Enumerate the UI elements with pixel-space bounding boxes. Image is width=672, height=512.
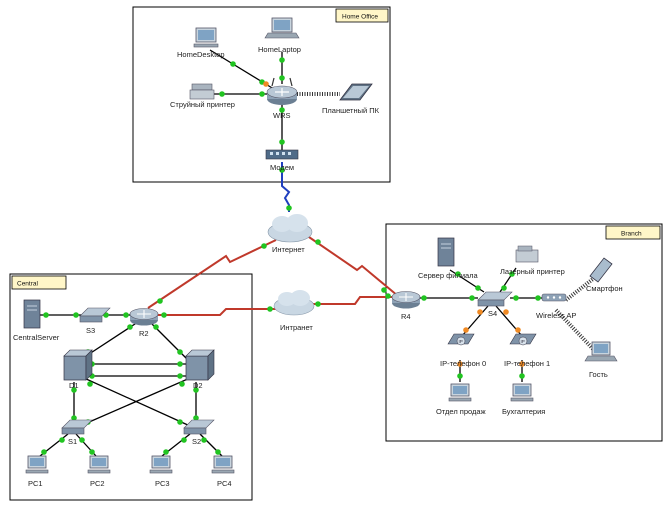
tablet-pc-icon[interactable] bbox=[339, 83, 373, 101]
svg-text:IP: IP bbox=[459, 339, 463, 344]
central-server-icon[interactable] bbox=[23, 299, 41, 329]
inkjet-printer-icon[interactable] bbox=[189, 83, 215, 100]
laser-printer-icon[interactable] bbox=[515, 245, 539, 263]
r4-router-icon[interactable] bbox=[391, 291, 421, 309]
modem-label: Модем bbox=[270, 163, 294, 172]
pc4-label: PC4 bbox=[217, 479, 232, 488]
pc2-icon[interactable] bbox=[87, 455, 111, 474]
port-pending-lights bbox=[263, 81, 525, 367]
pc1-label: PC1 bbox=[28, 479, 43, 488]
intranet-cloud-icon[interactable] bbox=[273, 290, 315, 316]
d1-label: D1 bbox=[69, 381, 79, 390]
wireless-ap-guest bbox=[554, 308, 596, 352]
home-office-title: Home Office bbox=[342, 14, 378, 21]
pc3-icon[interactable] bbox=[149, 455, 173, 474]
central-title: Central bbox=[17, 281, 39, 288]
r2-label: R2 bbox=[139, 329, 149, 338]
s1-switch-icon[interactable] bbox=[61, 419, 93, 435]
wrs-label: WRS bbox=[273, 111, 291, 120]
link-homedesktop-wrs bbox=[209, 49, 283, 95]
svg-text:IP: IP bbox=[521, 339, 525, 344]
s4-label: S4 bbox=[488, 309, 497, 318]
r4-label: R4 bbox=[401, 312, 411, 321]
link-internet-r4 bbox=[305, 234, 399, 297]
internet-label: Интернет bbox=[272, 245, 305, 254]
wireless-ap-icon[interactable] bbox=[541, 293, 567, 302]
s3-switch-icon[interactable] bbox=[79, 307, 111, 323]
sales-dept-pc-icon[interactable] bbox=[448, 383, 472, 402]
s1-label: S1 bbox=[68, 437, 77, 446]
wireless-ap-label: Wireless AP bbox=[536, 311, 576, 320]
port-status-lights bbox=[41, 57, 541, 455]
ip-phone-0-label: IP-телефон 0 bbox=[440, 359, 486, 368]
ip-phone-0-icon[interactable]: IP bbox=[447, 333, 475, 346]
tablet-pc-label: Планшетный ПК bbox=[322, 106, 380, 115]
ip-phone-1-label: IP-телефон 1 bbox=[504, 359, 550, 368]
wireless-ap-smartphone bbox=[564, 273, 600, 302]
d1-multilayer-switch-icon[interactable] bbox=[63, 349, 93, 381]
home-laptop-label: HomeLaptop bbox=[258, 45, 301, 54]
accounting-pc-icon[interactable] bbox=[510, 383, 534, 402]
pc3-label: PC3 bbox=[155, 479, 170, 488]
link-r2-intranet bbox=[152, 308, 278, 316]
d2-label: D2 bbox=[193, 381, 203, 390]
branch-server-label: Сервер филиала bbox=[418, 271, 479, 280]
modem-icon[interactable] bbox=[265, 149, 299, 160]
ip-phone-1-icon[interactable]: IP bbox=[509, 333, 537, 346]
guest-laptop-icon[interactable] bbox=[584, 341, 618, 362]
laser-printer-label: Лазерный принтер bbox=[500, 267, 565, 276]
guest-label: Гость bbox=[589, 370, 608, 379]
home-desktop-label: HomeDesktop bbox=[177, 50, 225, 59]
s2-switch-icon[interactable] bbox=[183, 419, 215, 435]
branch-title: Branch bbox=[621, 231, 642, 238]
accounting-label: Бухгалтерия bbox=[502, 407, 545, 416]
d2-multilayer-switch-icon[interactable] bbox=[185, 349, 215, 381]
smartphone-icon[interactable] bbox=[589, 257, 613, 283]
home-desktop-pc-icon[interactable] bbox=[193, 27, 219, 48]
s3-label: S3 bbox=[86, 326, 95, 335]
link-intranet-r4 bbox=[310, 296, 400, 305]
link-internet-r2 bbox=[147, 239, 277, 309]
inkjet-printer-label: Струйный принтер bbox=[170, 100, 235, 109]
pc1-icon[interactable] bbox=[25, 455, 49, 474]
link-d1-s2 bbox=[83, 377, 191, 427]
intranet-label: Интранет bbox=[280, 323, 313, 332]
r2-router-icon[interactable] bbox=[129, 308, 159, 326]
branch-server-icon[interactable] bbox=[437, 237, 455, 267]
links bbox=[39, 49, 600, 457]
home-laptop-icon[interactable] bbox=[264, 17, 300, 39]
s4-switch-icon[interactable] bbox=[477, 291, 513, 307]
pc4-icon[interactable] bbox=[211, 455, 235, 474]
pc2-label: PC2 bbox=[90, 479, 105, 488]
smartphone-label: Смартфон bbox=[586, 284, 623, 293]
link-d2-s1 bbox=[79, 377, 191, 427]
s2-label: S2 bbox=[192, 437, 201, 446]
sales-dept-label: Отдел продаж bbox=[436, 407, 486, 416]
wrs-wireless-router-icon[interactable] bbox=[266, 77, 298, 105]
central-server-label: CentralServer bbox=[13, 333, 60, 342]
internet-cloud-icon[interactable] bbox=[267, 214, 313, 243]
